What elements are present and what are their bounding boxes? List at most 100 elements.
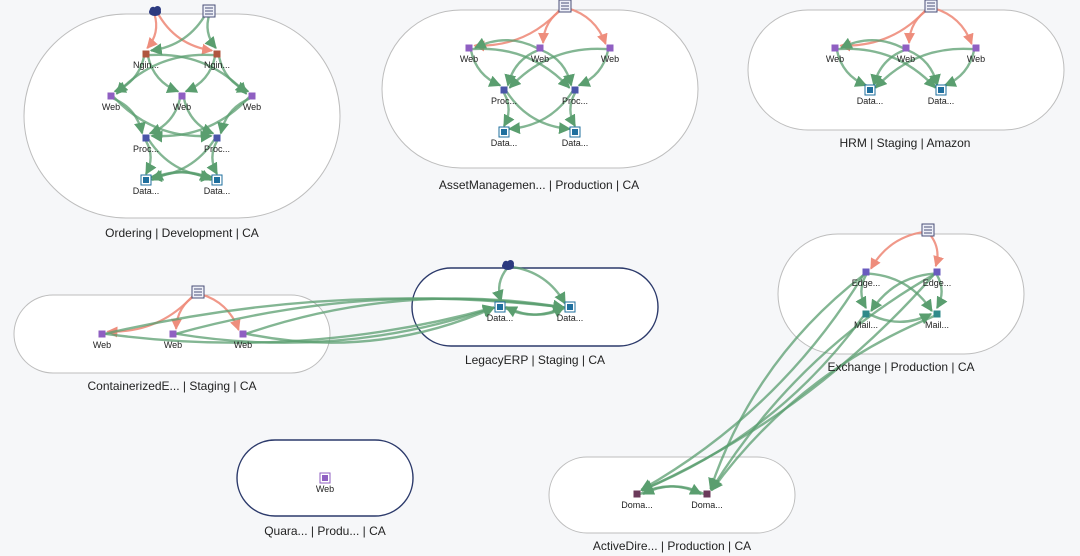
edge-a_proc2-a_data1[interactable] (507, 90, 574, 135)
edge-a_proc2-a_data2[interactable] (564, 92, 577, 128)
list-icon-c_list[interactable] (191, 285, 205, 299)
edge-o_web3-o_proc2[interactable] (217, 97, 251, 135)
node-h_data1[interactable] (864, 84, 876, 96)
edge-h_web2-h_web1[interactable] (839, 37, 904, 50)
edge-o_cloud-o_ngx2[interactable] (156, 12, 214, 55)
edge-e_mail1-ad_dom1[interactable] (640, 315, 865, 492)
node-h_data2[interactable] (935, 84, 947, 96)
node-q_web[interactable] (319, 472, 331, 484)
node-e_mail2[interactable] (933, 310, 941, 318)
edge-h_list-h_web3[interactable] (932, 6, 974, 45)
edge-e_edge2-ad_dom2[interactable] (710, 273, 936, 491)
node-o_proc2[interactable] (213, 134, 221, 142)
edge-a_web2-a_proc2[interactable] (541, 49, 575, 87)
group-active[interactable] (548, 456, 796, 534)
edge-h_web2-h_data2[interactable] (907, 49, 941, 87)
edge-a_list-a_web3[interactable] (566, 6, 608, 45)
node-label-o_web2: Web (172, 102, 192, 112)
edge-o_ngx1-o_web2[interactable] (146, 55, 180, 94)
node-h_web3[interactable] (972, 44, 980, 52)
node-h_web2[interactable] (902, 44, 910, 52)
node-e_mail1[interactable] (862, 310, 870, 318)
node-label-a_data2: Data... (561, 138, 589, 148)
list-icon-h_list[interactable] (924, 0, 938, 13)
edge-e_edge2-e_mail2[interactable] (935, 274, 948, 310)
node-o_ngx1[interactable] (142, 50, 150, 58)
group-ordering[interactable] (23, 13, 341, 219)
edge-h_web3-h_data1[interactable] (874, 47, 974, 89)
node-e_edge2[interactable] (933, 268, 941, 276)
group-hrm[interactable] (747, 9, 1065, 131)
edge-o_list-o_ngx1[interactable] (149, 12, 208, 56)
edge-o_data2-o_data1[interactable] (150, 169, 215, 182)
edge-l_cloud-l_data1[interactable] (492, 267, 509, 303)
cloud-icon-o_cloud[interactable] (149, 6, 161, 16)
edge-e_list-e_edge1[interactable] (870, 230, 926, 270)
node-o_data1[interactable] (140, 174, 152, 186)
edge-o_cloud-o_ngx1[interactable] (146, 13, 158, 49)
edge-ad_dom2-ad_dom1[interactable] (641, 483, 705, 496)
group-legacy[interactable] (411, 267, 659, 347)
edge-o_web2-o_proc2[interactable] (182, 98, 215, 135)
group-label-asset: AssetManagemen... | Production | CA (438, 178, 640, 192)
edge-e_mail1-e_mail2[interactable] (868, 312, 933, 325)
edge-e_edge2-e_mail1[interactable] (870, 272, 935, 312)
edge-o_proc2-o_data2[interactable] (206, 140, 219, 176)
edge-e_edge1-ad_dom2[interactable] (708, 273, 865, 491)
node-a_data1[interactable] (498, 126, 510, 138)
list-icon-o_list[interactable] (202, 4, 216, 18)
node-e_edge1[interactable] (862, 268, 870, 276)
edge-c_list-c_web3[interactable] (199, 292, 241, 331)
edge-c_web3-l_data1[interactable] (245, 306, 496, 344)
list-icon-e_list[interactable] (921, 223, 935, 237)
edge-c_web2-l_data1[interactable] (175, 305, 496, 344)
node-l_data2[interactable] (564, 301, 576, 313)
node-h_web1[interactable] (831, 44, 839, 52)
node-c_web2[interactable] (169, 330, 177, 338)
edge-h_web3-h_data2[interactable] (943, 50, 976, 87)
edge-o_ngx2-o_web3[interactable] (217, 56, 250, 93)
edge-a_web1-a_proc1[interactable] (469, 50, 502, 87)
node-o_web2[interactable] (178, 92, 186, 100)
edge-a_web3-a_proc2[interactable] (577, 50, 610, 87)
node-a_proc1[interactable] (500, 86, 508, 94)
group-asset[interactable] (381, 9, 699, 169)
node-a_web1[interactable] (465, 44, 473, 52)
group-label-container: ContainerizedE... | Staging | CA (87, 379, 257, 393)
node-o_web1[interactable] (107, 92, 115, 100)
edge-e_mail2-ad_dom2[interactable] (710, 314, 936, 492)
node-a_proc2[interactable] (571, 86, 579, 94)
node-label-e_mail1: Mail... (853, 320, 879, 330)
edge-a_web2-a_web1[interactable] (473, 37, 538, 50)
list-icon-a_list[interactable] (558, 0, 572, 13)
node-o_data2[interactable] (211, 174, 223, 186)
edge-e_edge1-e_mail1[interactable] (855, 274, 868, 310)
node-o_web3[interactable] (248, 92, 256, 100)
edge-o_proc1-o_data1[interactable] (144, 140, 157, 176)
node-c_web3[interactable] (239, 330, 247, 338)
edge-e_edge1-e_mail2[interactable] (868, 272, 933, 312)
node-c_web1[interactable] (98, 330, 106, 338)
cloud-icon-l_cloud[interactable] (502, 260, 514, 270)
edge-o_web3-o_proc1[interactable] (150, 96, 251, 143)
edge-a_proc1-a_data1[interactable] (502, 92, 515, 128)
edge-c_web3-l_data2[interactable] (245, 297, 566, 335)
node-a_data2[interactable] (569, 126, 581, 138)
node-ad_dom1[interactable] (633, 490, 641, 498)
edge-e_edge1-ad_dom1[interactable] (640, 273, 865, 491)
edge-h_web1-h_data1[interactable] (835, 50, 868, 87)
node-a_web2[interactable] (536, 44, 544, 52)
node-a_web3[interactable] (606, 44, 614, 52)
node-o_ngx2[interactable] (213, 50, 221, 58)
edge-o_ngx2-o_web2[interactable] (184, 56, 217, 93)
node-l_data1[interactable] (494, 301, 506, 313)
node-o_proc1[interactable] (142, 134, 150, 142)
node-ad_dom2[interactable] (703, 490, 711, 498)
edge-l_cloud-l_data2[interactable] (510, 265, 567, 305)
edge-o_ngx2-o_web1[interactable] (115, 53, 215, 95)
edge-a_web3-a_proc1[interactable] (508, 47, 608, 89)
node-label-e_edge1: Edge... (851, 278, 881, 288)
edge-a_proc1-a_data2[interactable] (505, 90, 572, 135)
edge-l_data2-l_data1[interactable] (504, 305, 568, 318)
